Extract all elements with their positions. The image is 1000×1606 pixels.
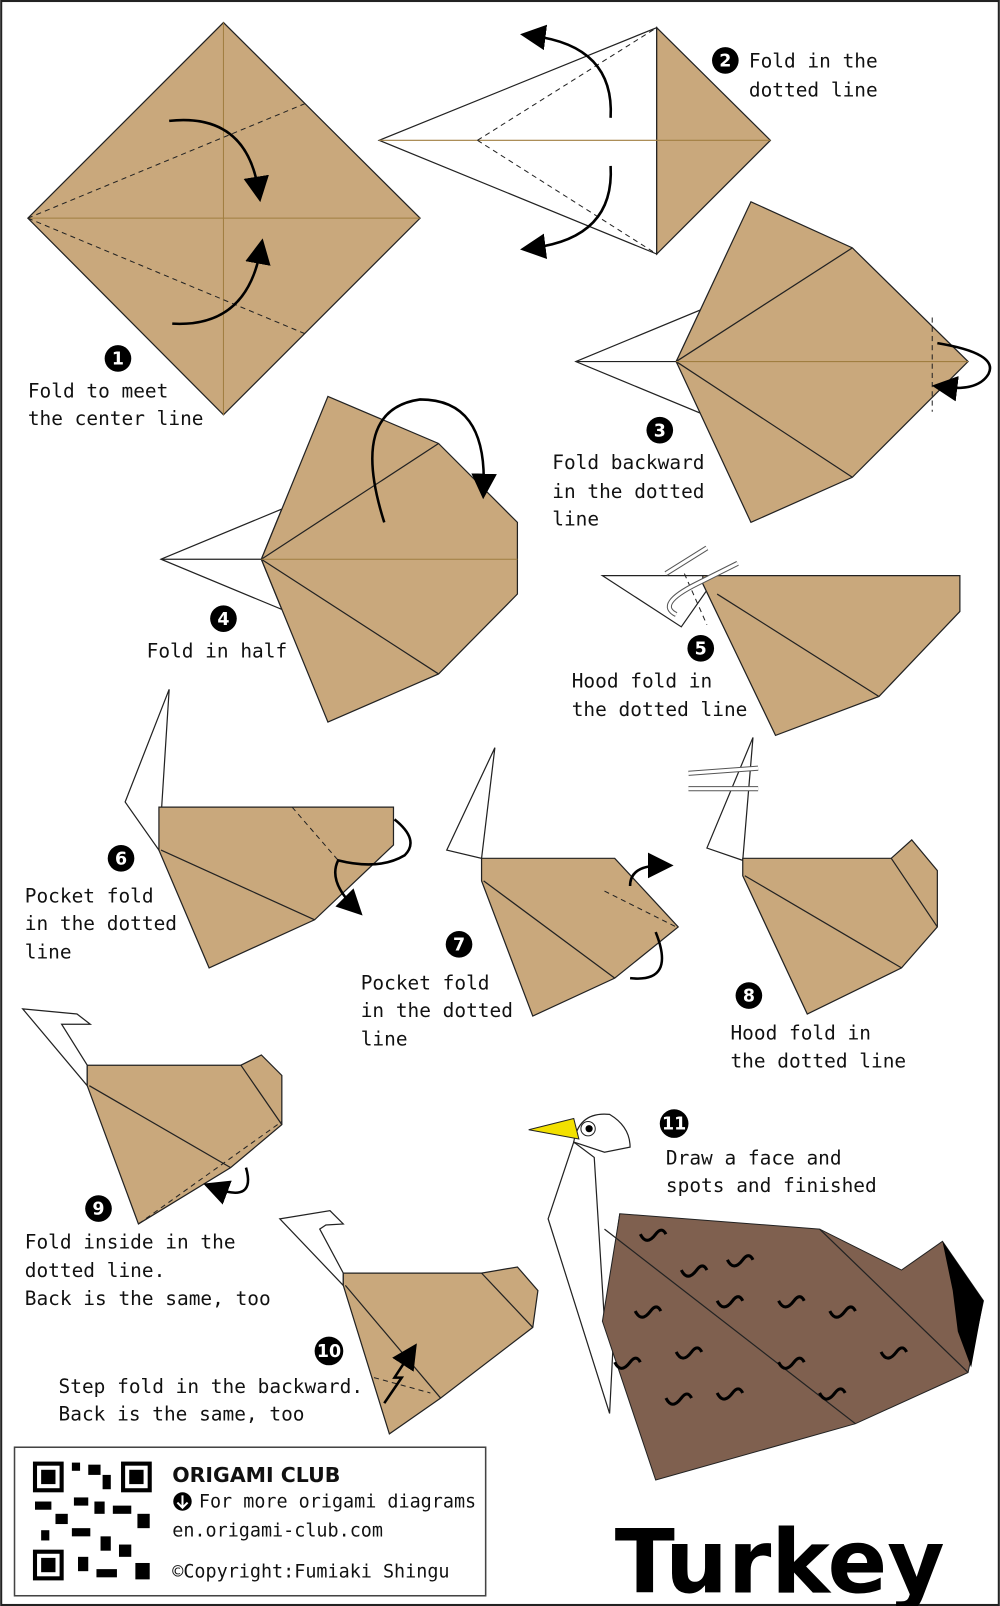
- footer-copyright: ©Copyright:Fumiaki Shingu: [172, 1561, 449, 1582]
- step-11-turkey: [528, 1113, 984, 1481]
- step-9-label: 9 Fold inside in the dotted line. Back i…: [25, 1195, 271, 1310]
- svg-text:Hood fold in: Hood fold in: [572, 669, 713, 692]
- svg-text:8: 8: [743, 987, 755, 1007]
- step-1-figure: [26, 21, 421, 416]
- svg-text:dotted line.: dotted line.: [25, 1259, 166, 1282]
- qr-code[interactable]: [30, 1459, 154, 1583]
- svg-text:11: 11: [662, 1115, 686, 1135]
- svg-text:the dotted line: the dotted line: [730, 1049, 906, 1072]
- svg-text:Back is the same, too: Back is the same, too: [25, 1287, 271, 1310]
- svg-text:Fold to meet: Fold to meet: [28, 379, 169, 402]
- svg-text:3: 3: [654, 421, 666, 441]
- footer-url: en.origami-club.com: [172, 1520, 383, 1541]
- step-4-label: 4 Fold in half: [147, 605, 288, 663]
- step-6-figure: [124, 689, 412, 969]
- step-8-figure: [688, 737, 938, 1015]
- svg-text:Fold in the: Fold in the: [749, 50, 878, 73]
- page-title: Turkey: [615, 1511, 945, 1606]
- svg-text:1: 1: [112, 350, 124, 370]
- svg-text:Pocket fold: Pocket fold: [361, 971, 490, 994]
- step-3-label: 3 Fold backward in the dotted line: [552, 416, 705, 530]
- svg-text:7: 7: [453, 935, 465, 955]
- svg-text:in the dotted: in the dotted: [552, 480, 704, 503]
- svg-text:Fold in half: Fold in half: [147, 640, 288, 663]
- step-8-label: 8 Hood fold in the dotted line: [730, 982, 906, 1072]
- svg-text:the dotted line: the dotted line: [572, 698, 748, 721]
- footer-box: ORIGAMI CLUB For more origami diagrams e…: [13, 1446, 487, 1597]
- step-10-label: 10 Step fold in the backward. Back is th…: [59, 1336, 364, 1426]
- svg-text:line: line: [552, 507, 599, 530]
- svg-text:9: 9: [92, 1200, 104, 1220]
- step-2-label: 2 Fold in the dotted line: [712, 47, 878, 101]
- svg-text:in the dotted: in the dotted: [25, 912, 177, 935]
- svg-text:the center line: the center line: [28, 407, 204, 430]
- svg-text:spots and finished: spots and finished: [666, 1174, 877, 1197]
- step-3-figure: [574, 200, 992, 524]
- svg-text:Pocket fold: Pocket fold: [25, 884, 154, 907]
- svg-text:Fold inside in the: Fold inside in the: [25, 1231, 236, 1254]
- svg-text:line: line: [25, 941, 72, 964]
- step-7-figure: [445, 747, 680, 1017]
- step-5-label: 5 Hood fold in the dotted line: [572, 635, 748, 721]
- svg-text:Draw a face and: Draw a face and: [666, 1147, 842, 1170]
- svg-text:dotted line: dotted line: [749, 78, 878, 101]
- footer-brand: ORIGAMI CLUB: [172, 1463, 340, 1487]
- svg-text:5: 5: [695, 639, 707, 659]
- step-1-label: 1 Fold to meet the center line: [28, 345, 204, 430]
- svg-text:Fold backward: Fold backward: [552, 451, 704, 474]
- svg-text:6: 6: [115, 849, 127, 869]
- step-7-label: 7 Pocket fold in the dotted line: [361, 931, 513, 1051]
- step-6-label: 6 Pocket fold in the dotted line: [25, 844, 177, 964]
- svg-text:4: 4: [217, 610, 229, 630]
- svg-text:Hood fold in: Hood fold in: [730, 1022, 871, 1045]
- svg-text:Back is the same, too: Back is the same, too: [59, 1403, 305, 1426]
- step-5-figure: [600, 545, 961, 737]
- svg-text:Step fold in the backward.: Step fold in the backward.: [59, 1375, 364, 1398]
- step-10-figure: [278, 1209, 539, 1435]
- footer-more-text: For more origami diagrams: [199, 1492, 476, 1513]
- svg-text:10: 10: [317, 1342, 341, 1362]
- step-2-figure: [377, 24, 772, 259]
- step-4-figure: [159, 395, 519, 723]
- svg-text:in the dotted: in the dotted: [361, 999, 513, 1022]
- svg-text:line: line: [361, 1028, 408, 1051]
- step-11-label: 11 Draw a face and spots and finished: [659, 1109, 877, 1197]
- svg-text:2: 2: [719, 52, 731, 72]
- step-9-figure: [21, 1008, 283, 1225]
